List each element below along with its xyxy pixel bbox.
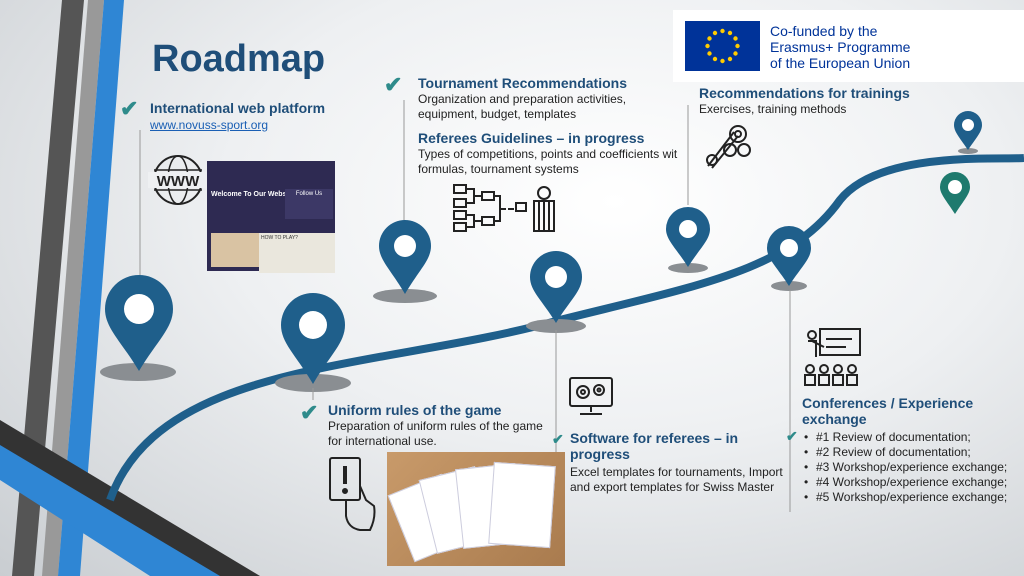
- trainings-text: Exercises, training methods: [699, 102, 847, 116]
- list-item: #2 Review of documentation;: [804, 445, 1024, 460]
- novuss-cue-icon: [706, 125, 751, 169]
- rulebook-card: [488, 461, 556, 549]
- software-title: Software for referees – in progress: [570, 430, 739, 462]
- map-pin-icon: [105, 275, 173, 371]
- tournament-title: Tournament Recommendations: [418, 75, 627, 91]
- globe-www-icon: WWW: [148, 155, 208, 205]
- eu-cofunding-logo: Co-funded by the Erasmus+ Programme of t…: [673, 10, 1024, 82]
- conferences-title: Conferences / Experience exchange: [802, 395, 974, 427]
- site-howto: HOW TO PLAY?: [259, 233, 335, 273]
- eu-line2: Erasmus+ Programme: [770, 39, 911, 55]
- pin-shadow: [100, 363, 176, 381]
- web-platform-title: International web platform: [150, 100, 326, 116]
- software-text: Excel templates for tournaments, Import …: [570, 465, 783, 494]
- road-path: [106, 154, 1024, 502]
- site-headline: Welcome To Our Website!: [211, 191, 297, 198]
- referees-title: Referees Guidelines – in progress: [418, 130, 645, 146]
- list-item: #3 Workshop/experience exchange;: [804, 460, 1024, 475]
- eu-line1: Co-funded by the: [770, 23, 878, 39]
- map-pin-icon: [666, 207, 710, 267]
- site-image: [211, 233, 263, 267]
- map-pin-icon: [379, 220, 431, 294]
- rules-text: Preparation of uniform rules of the game…: [328, 419, 543, 448]
- eu-text: Co-funded by the Erasmus+ Programme of t…: [770, 23, 910, 71]
- svg-text:WWW: WWW: [157, 173, 200, 190]
- check-icon: ✔: [786, 428, 798, 444]
- check-icon: ✔: [300, 400, 319, 425]
- trainings-title: Recommendations for trainings: [699, 85, 910, 101]
- eu-line3: of the European Union: [770, 55, 911, 71]
- site-follow: Follow Us: [285, 189, 333, 219]
- pin-shadow: [668, 263, 708, 273]
- web-platform-link[interactable]: www.novuss-sport.org: [150, 118, 269, 132]
- eu-flag-icon: [685, 21, 760, 71]
- check-icon: ✔: [384, 72, 403, 97]
- rulebooks-photo: [387, 452, 565, 566]
- check-icon: ✔: [552, 431, 564, 447]
- website-screenshot: Welcome To Our Website! Follow Us HOW TO…: [207, 161, 335, 273]
- map-pin-icon: [954, 111, 982, 150]
- list-item: #5 Workshop/experience exchange;: [804, 490, 1024, 505]
- pin-shadow: [958, 148, 978, 154]
- blue-wedge: [0, 445, 220, 576]
- conferences-list: #1 Review of documentation; #2 Review of…: [802, 430, 1024, 505]
- dark-wedge: [0, 420, 260, 576]
- map-pin-icon: [281, 293, 345, 384]
- map-pin-icon: [767, 226, 811, 286]
- tournament-text: Organization and preparation activities,…: [418, 92, 627, 121]
- list-item: #1 Review of documentation;: [804, 430, 1024, 445]
- computer-gears-icon: [569, 377, 613, 415]
- check-icon: ✔: [120, 96, 139, 121]
- pin-shadow: [373, 289, 437, 303]
- referee-card-icon: [329, 457, 376, 531]
- dark-stripe: [12, 0, 84, 576]
- presentation-audience-icon: [804, 328, 861, 386]
- referees-text: Types of competitions, points and coeffi…: [418, 147, 678, 176]
- map-pin-icon: [940, 172, 970, 214]
- map-pin-icon: [530, 251, 582, 323]
- blue-stripe: [58, 0, 124, 576]
- pin-shadow: [526, 319, 586, 333]
- page-title: Roadmap: [152, 38, 326, 80]
- grey-stripe: [42, 0, 104, 576]
- list-item: #4 Workshop/experience exchange;: [804, 475, 1024, 490]
- bracket-referee-icon: [453, 184, 555, 232]
- rules-title: Uniform rules of the game: [328, 402, 502, 418]
